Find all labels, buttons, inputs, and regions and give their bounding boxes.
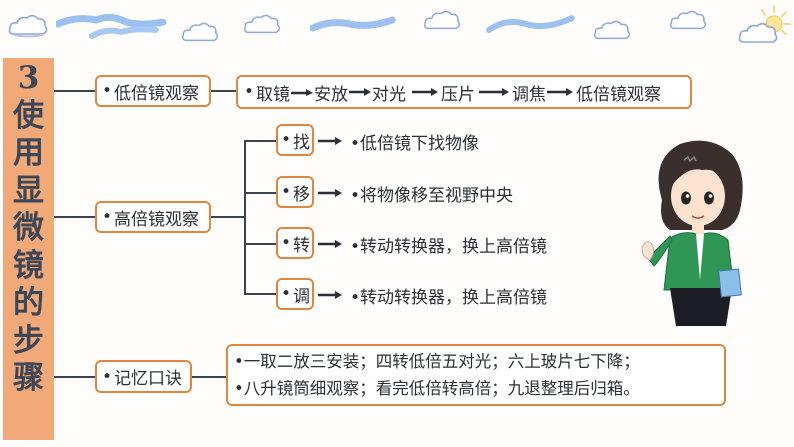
step-item: 低倍镜观察 <box>576 84 662 105</box>
teacher-illustration <box>641 140 743 326</box>
high-step-key: 转 <box>293 235 311 256</box>
high-step-desc: •转动转换器，换上高倍镜 <box>350 232 547 257</box>
connector-line <box>244 192 277 194</box>
sun-cloud-icon <box>738 5 791 43</box>
cloud-icon <box>182 22 219 42</box>
high-step-desc: •转动转换器，换上高倍镜 <box>350 283 547 308</box>
high-step-key-node: • 调 <box>276 278 314 310</box>
high-step-desc-text: 低倍镜下找物像 <box>360 134 480 154</box>
connector-line <box>244 293 277 295</box>
bullet: • <box>281 130 292 150</box>
connector-line <box>54 90 96 92</box>
connector-line <box>244 140 277 142</box>
high-power-node: • 高倍镜观察 <box>95 201 211 233</box>
high-power-label: 高倍镜观察 <box>114 209 200 230</box>
connector-line <box>244 243 277 245</box>
cloud-icon <box>594 20 631 40</box>
mnemonic-line-text: 八升镜筒细观察；看完低倍转高倍；九退整理后归箱。 <box>243 379 640 398</box>
bullet: • <box>350 237 361 257</box>
step-item: 安放 <box>314 84 349 105</box>
cloud-icon <box>424 10 461 30</box>
bullet: • <box>244 82 255 102</box>
title-char: 骤 <box>13 360 44 396</box>
low-power-steps-node: • 取镜 安放 对光 压片 调焦 低倍镜观察 <box>236 75 692 109</box>
arrow-right-icon <box>318 291 342 299</box>
wind-streak-icon <box>310 16 396 32</box>
high-step-key-node: • 移 <box>276 176 314 208</box>
bullet: • <box>102 366 113 387</box>
bullet: • <box>350 288 361 308</box>
bullet: • <box>234 352 244 371</box>
title-char: 镜 <box>13 247 44 284</box>
arrow-right-icon <box>349 88 372 96</box>
title-char: 微 <box>13 210 44 246</box>
arrow-right-icon <box>479 88 510 96</box>
hand <box>641 241 654 261</box>
title-char: 显 <box>13 172 44 209</box>
high-step-desc: •将物像移至视野中央 <box>350 181 513 206</box>
connector-line <box>54 376 96 378</box>
mnemonic-text-node: •一取二放三安装；四转低倍五对光；六上玻片七下降； •八升镜筒细观察；看完低倍转… <box>226 344 726 406</box>
eye <box>681 191 691 205</box>
title-char: 使 <box>13 97 44 134</box>
bullet: • <box>281 284 292 304</box>
arrow-right-icon <box>291 89 314 96</box>
bullet: • <box>102 207 113 227</box>
bullet: • <box>350 186 361 206</box>
step-item: 调焦 <box>512 84 547 105</box>
title-char: 步 <box>13 322 44 359</box>
arrow-right-icon <box>318 189 342 197</box>
high-step-desc-text: 将物像移至视野中央 <box>360 186 514 206</box>
high-step-key-node: • 转 <box>276 227 314 259</box>
bullet: • <box>281 182 292 202</box>
high-step-desc: •低倍镜下找物像 <box>350 129 479 154</box>
high-step-key: 移 <box>293 184 311 205</box>
arrow-right-icon <box>318 240 342 248</box>
arrow-right-icon <box>547 88 574 96</box>
mnemonic-label: 记忆口诀 <box>114 369 183 389</box>
title-char: 用 <box>13 135 44 171</box>
arrow-right-icon <box>318 137 342 145</box>
high-step-desc-text: 转动转换器，换上高倍镜 <box>360 237 548 257</box>
cloud-icon <box>244 14 281 34</box>
bullet: • <box>234 379 244 398</box>
folder <box>718 268 742 298</box>
connector-line <box>54 216 96 218</box>
step-item: 取镜 <box>256 84 291 105</box>
skirt <box>670 288 732 326</box>
title-char: 的 <box>13 285 44 321</box>
bullet: • <box>102 81 113 101</box>
cloud-icon <box>8 14 48 38</box>
mnemonic-node: • 记忆口诀 <box>95 360 192 393</box>
low-power-node: • 低倍镜观察 <box>95 75 211 107</box>
high-step-key-node: • 找 <box>276 124 314 156</box>
high-step-key: 调 <box>293 286 311 307</box>
wind-streak-icon <box>486 15 575 33</box>
step-item: 对光 <box>372 84 407 105</box>
cloud-icon <box>670 10 707 30</box>
bangs <box>670 154 730 188</box>
connector-line <box>192 376 227 378</box>
wind-streak-icon <box>56 13 168 39</box>
mnemonic-line: •八升镜筒细观察；看完低倍转高倍；九退整理后归箱。 <box>234 375 640 402</box>
connector-line <box>211 90 237 92</box>
connector-line <box>244 140 246 294</box>
step-item: 压片 <box>441 84 476 105</box>
high-step-desc-text: 转动转换器，换上高倍镜 <box>360 288 548 308</box>
arrow-right-icon <box>412 88 439 96</box>
bullet: • <box>281 233 292 253</box>
bullet: • <box>350 134 361 154</box>
face <box>671 166 725 226</box>
connector-line <box>211 216 245 218</box>
mnemonic-line-text: 一取二放三安装；四转低倍五对光；六上玻片七下降； <box>243 352 640 371</box>
title-char: 3 <box>17 60 40 96</box>
eye <box>704 191 714 205</box>
mnemonic-line: •一取二放三安装；四转低倍五对光；六上玻片七下降； <box>234 348 640 375</box>
title-bar: 3 使 用 显 微 镜 的 步 骤 <box>3 58 54 440</box>
low-power-label: 低倍镜观察 <box>114 83 200 104</box>
high-step-key: 找 <box>293 132 311 153</box>
